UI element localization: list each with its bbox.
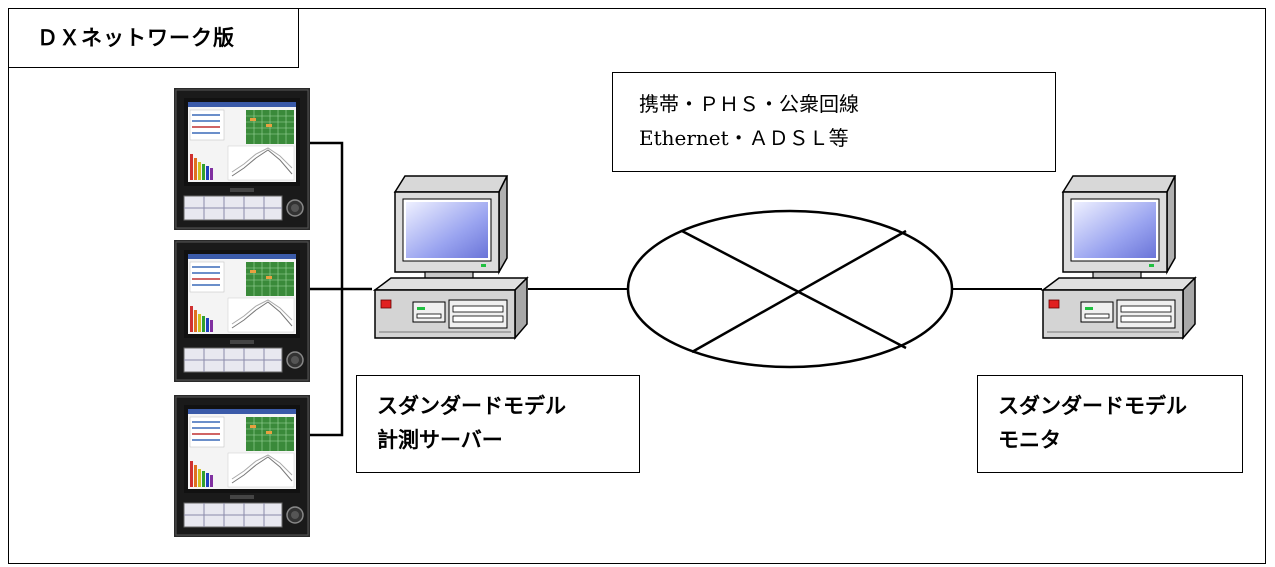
monitor-pc [1042, 175, 1196, 339]
server-label-line2: 計測サーバー [377, 428, 503, 452]
network-label: 携帯・ＰＨＳ・公衆回線 Ethernet・ＡＤＳＬ等 [612, 72, 1056, 172]
server-label: スダンダードモデル 計測サーバー [356, 375, 640, 473]
recorder-2 [173, 239, 311, 383]
recorder-1 [173, 87, 311, 231]
network-cloud [626, 209, 954, 369]
monitor-label: スダンダードモデル モニタ [977, 375, 1243, 473]
diagram-title: ＤＸネットワーク版 [8, 8, 299, 68]
network-label-line1: 携帯・ＰＨＳ・公衆回線 [639, 92, 859, 116]
server-label-line1: スダンダードモデル [377, 394, 566, 418]
recorder-connections [310, 141, 372, 437]
network-label-line2: Ethernet・ＡＤＳＬ等 [639, 126, 849, 150]
monitor-label-line2: モニタ [998, 428, 1061, 452]
server-pc [374, 175, 528, 339]
recorder-3 [173, 394, 311, 538]
monitor-label-line1: スダンダードモデル [998, 394, 1187, 418]
